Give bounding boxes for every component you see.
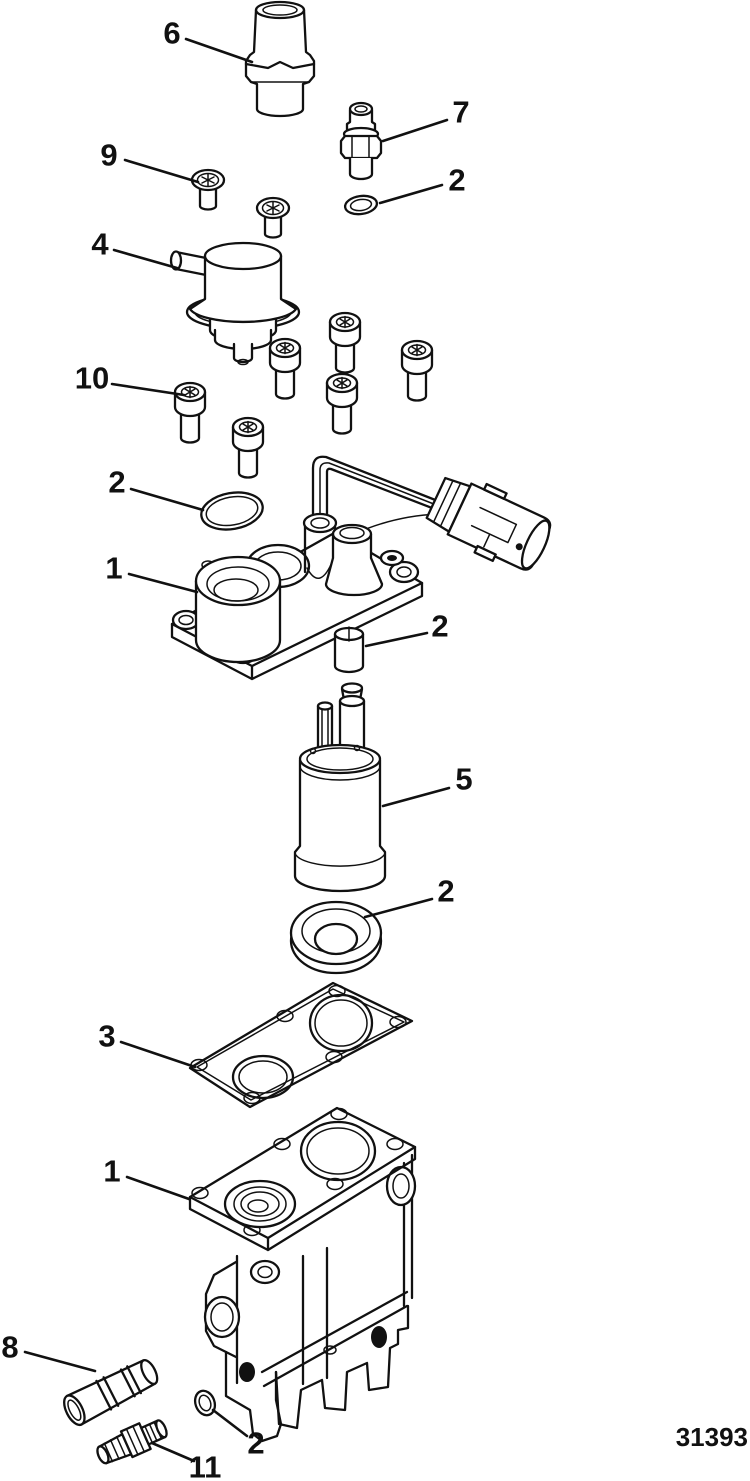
callout-label-6-part-2: 2: [108, 465, 125, 500]
callout-label-10-part-2: 2: [437, 874, 454, 909]
callout-leader-0-part-6: [184, 37, 254, 64]
callout-label-0-part-6: 6: [163, 16, 180, 51]
callout-label-13-part-8: 8: [1, 1330, 18, 1365]
part-2-spacer-sleeve: [333, 626, 365, 674]
callout-leader-9-part-5: [381, 786, 451, 808]
callout-label-9-part-5: 5: [455, 762, 472, 797]
callout-label-4-part-4: 4: [91, 227, 109, 262]
callout-leader-13-part-8: [23, 1350, 97, 1373]
callout-label-3-part-2: 2: [448, 163, 465, 198]
callout-leader-12-part-1: [125, 1175, 191, 1201]
callout-leader-5-part-10: [110, 382, 186, 397]
callout-label-7-part-1: 1: [105, 551, 122, 586]
callout-label-11-part-3: 3: [98, 1019, 115, 1054]
callout-label-2-part-9: 9: [100, 138, 117, 173]
callout-leader-8-part-2: [364, 631, 429, 648]
part-8-barb-fitting: [63, 1358, 159, 1427]
part-11-barb-fitting: [96, 1419, 168, 1465]
callout-leader-15-part-11: [150, 1441, 196, 1463]
part-7-valve-fitting: [339, 101, 383, 181]
callout-leader-4-part-4: [112, 248, 179, 270]
callout-leader-14-part-2: [211, 1408, 249, 1438]
callout-label-1-part-7: 7: [452, 95, 469, 130]
callouts: 6 7 9 2 4 10 2 1 2 5 2 3 1 8 2 11: [1, 16, 472, 1481]
part-1-upper-housing: [170, 455, 552, 681]
part-2-oring-mid: [200, 491, 264, 531]
connector-plug: [425, 476, 552, 571]
callout-leader-3-part-2: [378, 183, 444, 205]
callout-leader-10-part-2: [363, 897, 434, 919]
part-4-pressure-regulator: [169, 241, 301, 366]
callout-leader-7-part-1: [127, 572, 199, 594]
callout-leader-11-part-3: [119, 1040, 197, 1069]
callout-leader-6-part-2: [129, 487, 205, 512]
callout-label-14-part-2: 2: [247, 1426, 264, 1461]
part-2-oring-bottom: [193, 1389, 217, 1417]
callout-label-15-part-11: 11: [189, 1450, 222, 1481]
callout-label-8-part-2: 2: [431, 609, 448, 644]
drawing-number: 31393: [676, 1422, 748, 1452]
part-10-screws: [173, 311, 434, 479]
part-1-lower-housing: [188, 1106, 417, 1443]
part-2-seal-grommet: [289, 900, 383, 975]
callout-leader-1-part-7: [381, 118, 449, 143]
part-5-fuel-pump: [293, 682, 387, 893]
part-2-oring-top: [343, 194, 379, 216]
callout-leader-2-part-9: [123, 158, 200, 184]
part-6-hose-fitting: [244, 0, 316, 118]
callout-label-12-part-1: 1: [103, 1154, 120, 1189]
part-9-screws: [190, 168, 291, 239]
part-3-gasket: [188, 981, 414, 1109]
callout-label-5-part-10: 10: [75, 361, 109, 396]
